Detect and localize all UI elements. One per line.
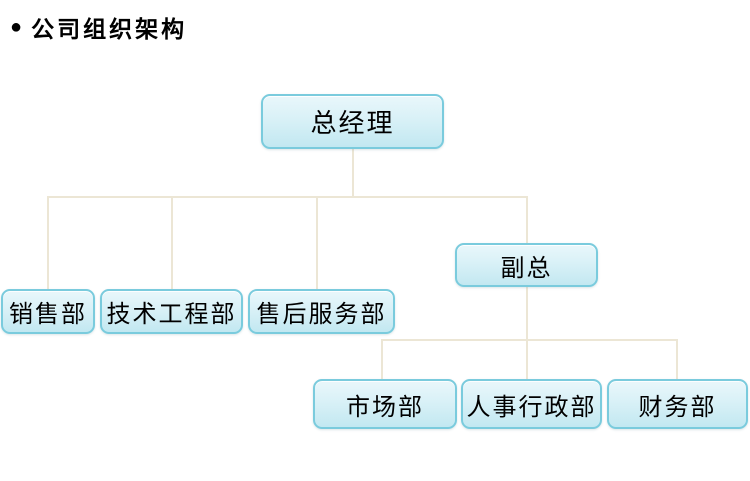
org-node-deputy-general-manager: 副总: [455, 243, 598, 287]
org-node-sales-dept: 销售部: [1, 289, 95, 334]
org-node-hr-admin-dept: 人事行政部: [461, 379, 602, 429]
connector-deputy-down: [526, 287, 528, 339]
connector-drop-tech: [171, 196, 173, 289]
connector-root-down: [352, 149, 354, 196]
org-node-after-sales-dept: 售后服务部: [248, 289, 395, 334]
page-title-text: 公司组织架构: [31, 16, 188, 42]
bullet-icon: ●: [10, 16, 23, 38]
connector-level3-rail: [381, 339, 678, 341]
page-title: ● 公司组织架构: [10, 10, 187, 44]
connector-drop-finance: [676, 339, 678, 379]
connector-drop-aftersales: [316, 196, 318, 289]
org-node-general-manager: 总经理: [261, 94, 444, 149]
connector-drop-hr: [526, 339, 528, 379]
org-node-finance-dept: 财务部: [607, 379, 748, 429]
connector-drop-deputy: [526, 196, 528, 243]
connector-drop-sales: [47, 196, 49, 289]
connector-drop-marketing: [381, 339, 383, 379]
connector-level2-rail: [47, 196, 528, 198]
org-node-tech-engineering-dept: 技术工程部: [100, 289, 243, 334]
org-node-marketing-dept: 市场部: [313, 379, 457, 429]
